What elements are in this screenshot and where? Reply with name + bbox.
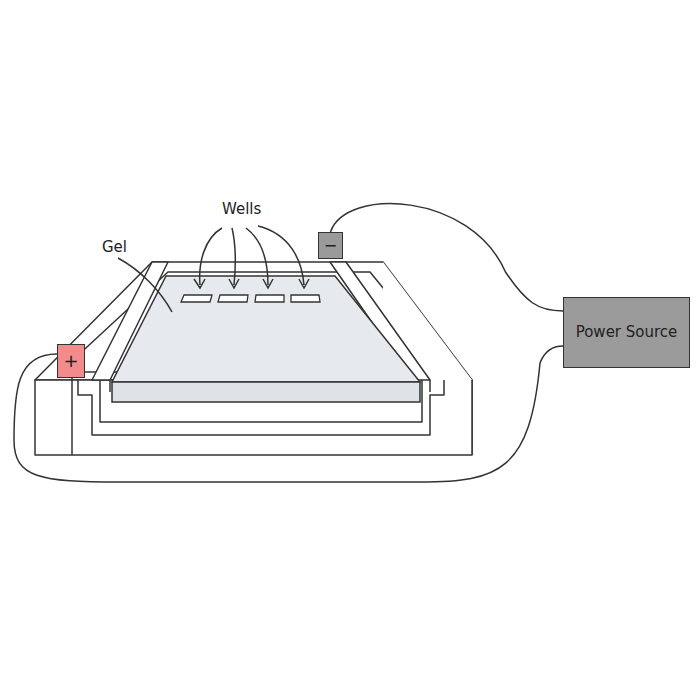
wells-leaders xyxy=(194,226,309,288)
electrode-rod xyxy=(71,378,73,455)
power-source-box: Power Source xyxy=(563,297,690,368)
wire xyxy=(331,204,564,311)
tank-outline xyxy=(35,262,472,455)
gel-label: Gel xyxy=(100,238,129,256)
node-text: − xyxy=(324,236,337,256)
node-text: + xyxy=(63,350,78,373)
gel-wells xyxy=(181,295,320,302)
wire xyxy=(14,346,563,482)
negative-terminal: − xyxy=(318,232,343,259)
gel-slab xyxy=(112,276,420,402)
positive-terminal: + xyxy=(57,344,85,378)
wells-label: Wells xyxy=(220,200,263,218)
gel-leader xyxy=(118,258,172,312)
node-text: Power Source xyxy=(576,323,678,342)
